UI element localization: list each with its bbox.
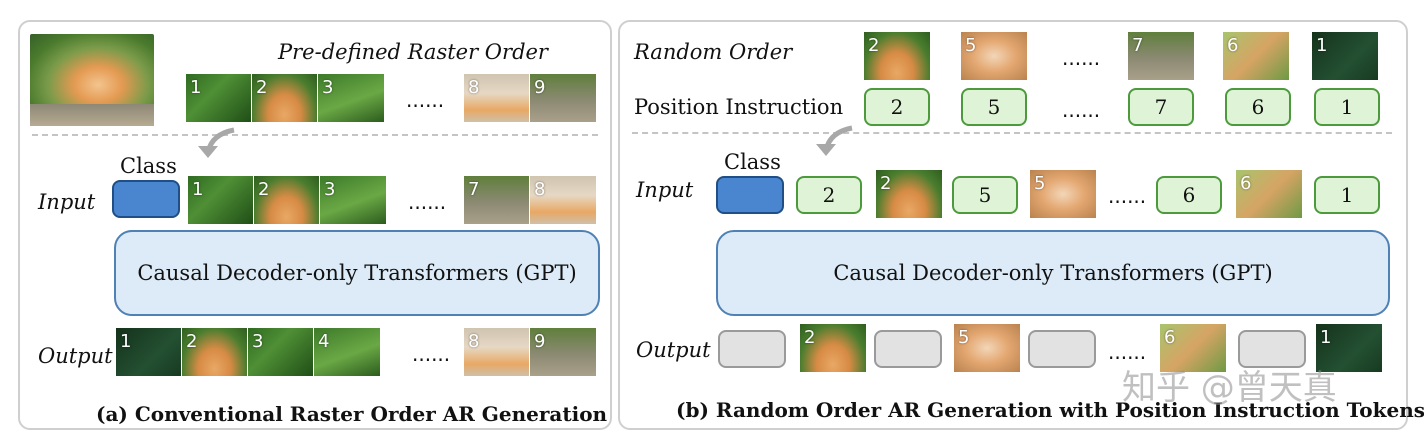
tile: 6	[1223, 32, 1289, 80]
caption-a: (a) Conventional Raster Order AR Generat…	[96, 402, 608, 426]
position-instruction-label: Position Instruction	[634, 95, 844, 119]
output-label: Output	[38, 344, 113, 368]
curved-arrow-icon	[198, 127, 235, 158]
raster-strip-a: 1 2 3	[186, 74, 384, 122]
tile: 2	[864, 32, 930, 80]
tile: 6	[1160, 324, 1226, 372]
output-placeholder	[1238, 330, 1306, 368]
position-token: 1	[1314, 176, 1380, 214]
position-token: 5	[961, 88, 1027, 126]
tile: 8	[464, 328, 530, 376]
output-strip-a-end: 8 9	[464, 328, 596, 376]
caption-b: (b) Random Order AR Generation with Posi…	[676, 398, 1424, 422]
output-strip-a: 1 2 3 4	[116, 328, 380, 376]
tile: 1	[1312, 32, 1378, 80]
tile: 1	[188, 176, 254, 224]
position-token: 5	[952, 176, 1018, 214]
tile: 1	[186, 74, 252, 122]
watermark: 知乎 @曾天真	[1122, 368, 1337, 408]
class-token	[112, 180, 180, 218]
ellipsis: ......	[1108, 184, 1147, 208]
tile: 2	[876, 170, 942, 218]
position-token: 2	[864, 88, 930, 126]
class-token	[716, 176, 784, 214]
ellipsis: ......	[408, 190, 447, 214]
position-token: 7	[1128, 88, 1194, 126]
tile: 7	[464, 176, 530, 224]
tile: 9	[530, 328, 596, 376]
tile: 1	[116, 328, 182, 376]
tile: 5	[1030, 170, 1096, 218]
divider	[32, 134, 598, 136]
gpt-block: Causal Decoder-only Transformers (GPT)	[114, 230, 600, 316]
output-label: Output	[636, 338, 711, 362]
tile: 7	[1128, 32, 1194, 80]
output-placeholder	[1028, 330, 1096, 368]
class-label: Class	[120, 154, 177, 178]
curved-arrow-icon	[816, 125, 853, 156]
tile: 6	[1236, 170, 1302, 218]
position-token: 6	[1225, 88, 1291, 126]
gpt-block: Causal Decoder-only Transformers (GPT)	[716, 230, 1390, 316]
divider	[632, 132, 1392, 134]
tile: 3	[320, 176, 386, 224]
ellipsis: ......	[406, 88, 445, 112]
position-token: 1	[1314, 88, 1380, 126]
tile: 2	[182, 328, 248, 376]
tile: 4	[314, 328, 380, 376]
tile: 5	[954, 324, 1020, 372]
tile: 8	[530, 176, 596, 224]
output-placeholder	[874, 330, 942, 368]
raster-strip-a-end: 8 9	[464, 74, 596, 122]
ellipsis: ......	[412, 342, 451, 366]
input-strip-a-end: 7 8	[464, 176, 596, 224]
raster-order-label: Pre-defined Raster Order	[278, 40, 548, 64]
kitten-photo	[30, 34, 154, 126]
ellipsis: ......	[1062, 46, 1101, 70]
random-order-label: Random Order	[634, 40, 793, 64]
input-label: Input	[636, 178, 694, 202]
tile: 2	[254, 176, 320, 224]
output-placeholder	[718, 330, 786, 368]
tile: 3	[318, 74, 384, 122]
ellipsis: ......	[1062, 98, 1101, 122]
tile: 1	[1316, 324, 1382, 372]
tile: 8	[464, 74, 530, 122]
position-token: 2	[796, 176, 862, 214]
ellipsis: ......	[1108, 340, 1147, 364]
position-token: 6	[1156, 176, 1222, 214]
input-label: Input	[38, 190, 96, 214]
tile: 5	[961, 32, 1027, 80]
input-strip-a: 1 2 3	[188, 176, 386, 224]
tile: 3	[248, 328, 314, 376]
tile: 9	[530, 74, 596, 122]
tile: 2	[800, 324, 866, 372]
class-label: Class	[724, 150, 781, 174]
tile: 2	[252, 74, 318, 122]
